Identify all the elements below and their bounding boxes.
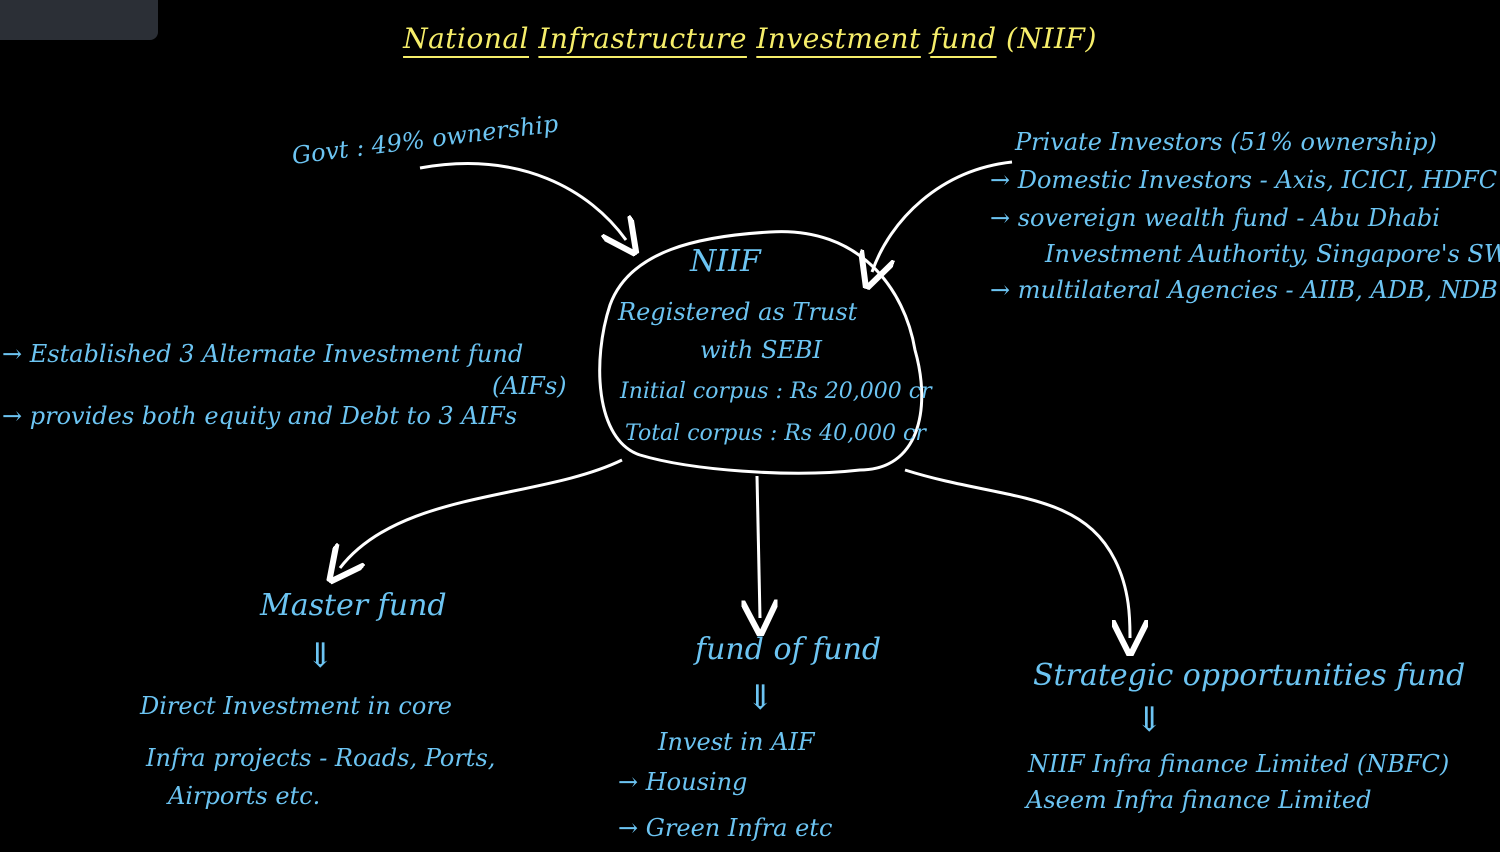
niif-circle	[598, 230, 924, 475]
fund-of-fund-line-2: → Housing	[618, 768, 748, 796]
master-fund-down-arrow: ⇓	[306, 636, 335, 676]
title-word-fund: fund	[930, 22, 997, 55]
master-fund-title: Master fund	[260, 588, 447, 623]
master-fund-line-3: Airports etc.	[168, 782, 321, 810]
private-arrow	[872, 160, 1013, 272]
top-left-tab	[0, 0, 158, 40]
master-fund-line-1: Direct Investment in core	[140, 692, 452, 720]
private-investors-heading: Private Investors (51% ownership)	[1015, 128, 1437, 156]
title-word-investment: Investment	[756, 22, 921, 55]
fund-of-fund-line-1: Invest in AIF	[658, 728, 815, 756]
left-note-equity-debt: → provides both equity and Debt to 3 AIF…	[2, 402, 518, 430]
center-line-total-corpus: Total corpus : Rs 40,000 cr	[625, 421, 926, 446]
title-word-national: National	[403, 22, 530, 55]
strategic-fund-line-1: NIIF Infra finance Limited (NBFC)	[1028, 750, 1450, 778]
fund-of-fund-title: fund of fund	[695, 632, 882, 667]
fund-of-fund-down-arrow: ⇓	[746, 678, 775, 718]
center-line-initial-corpus: Initial corpus : Rs 20,000 cr	[620, 379, 932, 404]
strategic-fund-line-2: Aseem Infra finance Limited	[1026, 786, 1372, 814]
fof-arrow	[757, 475, 760, 618]
left-note-aifs: (AIFs)	[492, 372, 567, 400]
master-fund-line-2: Infra projects - Roads, Ports,	[146, 744, 496, 772]
title-abbr: (NIIF)	[1006, 22, 1097, 55]
fund-of-fund-line-3: → Green Infra etc	[618, 814, 833, 842]
left-note-established: → Established 3 Alternate Investment fun…	[2, 340, 524, 368]
govt-arrow	[419, 162, 626, 240]
strategic-fund-down-arrow: ⇓	[1135, 700, 1164, 740]
master-arrow	[340, 458, 623, 568]
center-line-sebi: with SEBI	[700, 336, 823, 364]
sof-arrow	[904, 468, 1130, 638]
private-item-domestic: → Domestic Investors - Axis, ICICI, HDFC	[990, 166, 1498, 194]
private-item-swf-cont: Investment Authority, Singapore's SWF	[1045, 240, 1500, 268]
diagram-title: National Infrastructure Investment fund …	[0, 22, 1500, 55]
strategic-fund-title: Strategic opportunities fund	[1033, 658, 1466, 693]
center-line-registered: Registered as Trust	[618, 298, 858, 326]
private-item-multilateral: → multilateral Agencies - AIIB, ADB, NDB	[990, 276, 1498, 304]
title-word-infrastructure: Infrastructure	[538, 22, 747, 55]
private-item-swf: → sovereign wealth fund - Abu Dhabi	[990, 204, 1440, 232]
center-name: NIIF	[690, 244, 761, 279]
